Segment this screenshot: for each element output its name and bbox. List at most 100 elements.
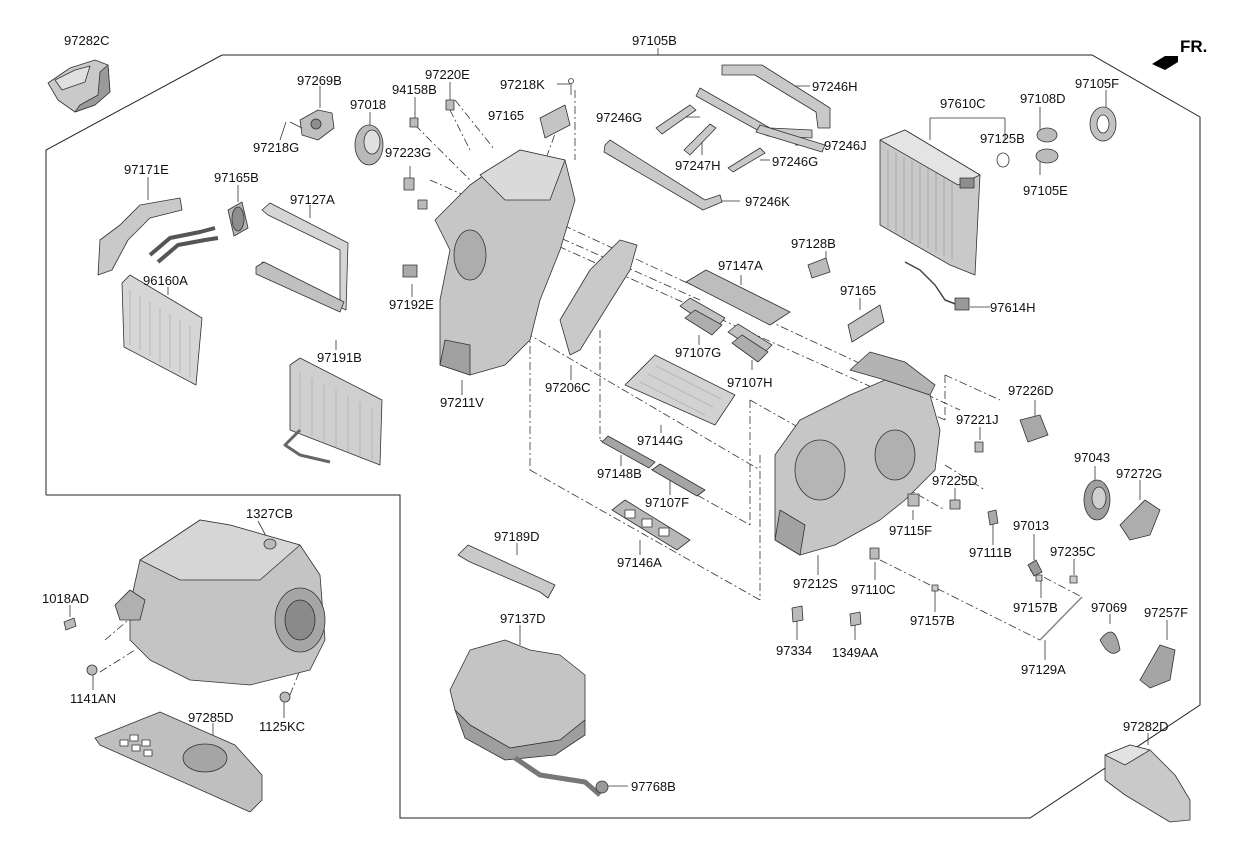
part-97247H — [683, 123, 717, 156]
label-94158B: 94158B — [392, 82, 437, 97]
part-1327CB — [263, 538, 277, 550]
part-97206C — [559, 239, 638, 356]
part-97223G — [403, 177, 428, 210]
label-96160A: 96160A — [143, 273, 188, 288]
part-97246G-b — [727, 147, 766, 173]
label-97246G-a: 97246G — [596, 110, 643, 125]
part-97018 — [354, 124, 384, 166]
label-97128B: 97128B — [791, 236, 836, 251]
label-97069: 97069 — [1091, 600, 1128, 615]
part-97157B-b — [1035, 574, 1043, 582]
part-1141AN — [86, 664, 98, 676]
part-97108D — [1035, 127, 1059, 164]
label-97226D: 97226D — [1008, 383, 1054, 398]
label-97018: 97018 — [350, 97, 387, 112]
label-97218K: 97218K — [500, 77, 545, 92]
part-97069 — [1099, 631, 1121, 654]
part-97107H — [727, 323, 773, 363]
part-97129A — [1039, 596, 1083, 641]
label-97282C-top: 97282C — [64, 33, 110, 48]
label-97013: 97013 — [1013, 518, 1050, 533]
part-97110C — [869, 547, 880, 560]
assembled-hvac-unit — [114, 519, 326, 686]
label-97334: 97334 — [776, 643, 813, 658]
label-97246K: 97246K — [745, 194, 790, 209]
label-1141AN: 1141AN — [70, 691, 117, 706]
label-1349AA: 1349AA — [832, 645, 879, 660]
part-97285D — [94, 711, 263, 813]
label-97189D: 97189D — [494, 529, 540, 544]
label-97282D: 97282D — [1123, 719, 1169, 734]
label-97191B: 97191B — [317, 350, 362, 365]
part-97148B — [601, 435, 656, 469]
label-1018AD: 1018AD — [42, 591, 89, 606]
label-97246H: 97246H — [812, 79, 858, 94]
label-97269B: 97269B — [297, 73, 342, 88]
label-97171E: 97171E — [124, 162, 169, 177]
part-97147A — [685, 269, 791, 326]
label-97157B-b: 97157B — [910, 613, 955, 628]
part-97165-top — [539, 104, 571, 139]
label-97111B: 97111B — [969, 545, 1012, 560]
label-97218G: 97218G — [253, 140, 300, 155]
part-97246G-small — [655, 104, 697, 135]
label-97127A: 97127A — [290, 192, 335, 207]
label-1125KC: 1125KC — [259, 719, 306, 734]
label-97221J: 97221J — [956, 412, 999, 427]
part-pipe-connector — [148, 226, 219, 264]
part-97218K — [568, 78, 574, 95]
label-97212S: 97212S — [793, 576, 838, 591]
label-97105F: 97105F — [1075, 76, 1120, 91]
part-97165-mid — [847, 304, 885, 343]
part-97246K — [603, 139, 723, 211]
part-97171E — [97, 197, 183, 276]
label-97165B: 97165B — [214, 170, 259, 185]
label-97272G: 97272G — [1116, 466, 1163, 481]
label-97107F: 97107F — [645, 495, 690, 510]
part-97269B — [289, 109, 335, 141]
part-97107F — [651, 463, 706, 497]
part-97246J — [755, 124, 826, 153]
part-97257F — [1139, 644, 1176, 689]
part-97157B-a — [931, 584, 939, 592]
label-97285D: 97285D — [188, 710, 234, 725]
part-1349AA — [849, 611, 862, 627]
part-97272G — [1119, 499, 1161, 541]
label-97107H: 97107H — [727, 375, 773, 390]
label-97107G: 97107G — [675, 345, 722, 360]
part-97191B — [283, 357, 383, 466]
label-97105B: 97105B — [632, 33, 677, 48]
label-1327CB: 1327CB — [246, 506, 293, 521]
label-97043: 97043 — [1074, 450, 1111, 465]
label-97206C: 97206C — [545, 380, 591, 395]
label-97125B: 97125B — [980, 131, 1025, 146]
part-97212S — [774, 351, 941, 556]
part-97127A — [255, 202, 349, 313]
part-97146A — [611, 499, 691, 551]
part-97220E — [445, 99, 455, 111]
label-97148B: 97148B — [597, 466, 642, 481]
part-97221J — [974, 441, 984, 453]
label-97246J: 97246J — [824, 138, 867, 153]
label-97146A: 97146A — [617, 555, 662, 570]
label-97129A: 97129A — [1021, 662, 1066, 677]
label-97225D: 97225D — [932, 473, 978, 488]
label-97247H: 97247H — [675, 158, 721, 173]
label-97223G: 97223G — [385, 145, 432, 160]
label-97211V: 97211V — [440, 395, 484, 410]
part-97614H — [904, 261, 970, 311]
front-direction-label: FR. — [1180, 37, 1208, 56]
part-97282D — [1104, 744, 1191, 823]
label-97235C: 97235C — [1050, 544, 1096, 559]
part-1018AD — [63, 617, 77, 631]
label-97220E: 97220E — [425, 67, 470, 82]
part-97125B — [996, 152, 1010, 168]
front-direction-arrow-icon — [1152, 56, 1178, 70]
label-97110C: 97110C — [851, 582, 896, 597]
part-97105F — [1089, 106, 1117, 142]
part-97043 — [1083, 479, 1111, 521]
part-97115F — [907, 493, 920, 507]
part-97128B — [807, 257, 831, 279]
label-97157B-a: 97157B — [1013, 600, 1058, 615]
